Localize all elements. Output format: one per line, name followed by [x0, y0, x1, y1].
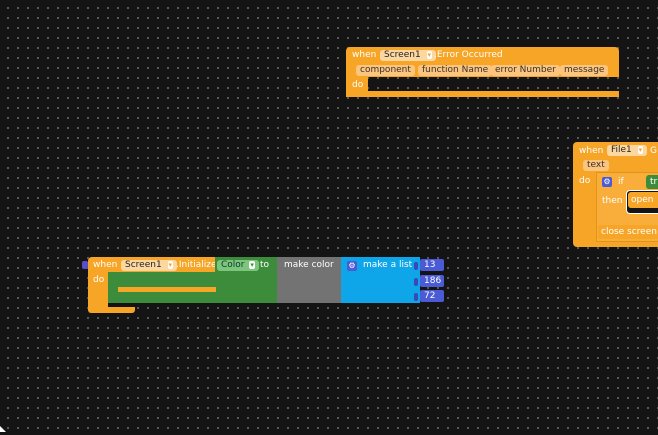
number-block[interactable]: 186 [420, 275, 444, 287]
error-do-bar [368, 91, 619, 97]
component-name: Screen1 [384, 50, 421, 60]
chevron-down-icon: ▾ [167, 261, 174, 269]
event-name: .Initialize [176, 260, 217, 270]
set-color-block[interactable]: Color ▾ to [215, 257, 277, 303]
connector-stub [82, 261, 88, 269]
event-name: .Error Occurred [434, 50, 503, 60]
component-dropdown[interactable]: Screen1 ▾ [121, 260, 178, 271]
do-label: do [352, 80, 364, 90]
if-then-block[interactable]: ⚙ if tr then open close screen [596, 172, 658, 242]
do-slot [112, 274, 212, 284]
open-block[interactable]: open [628, 192, 658, 208]
initialize-bottom-bar [88, 307, 135, 313]
initialize-do-bottom [88, 289, 108, 308]
param-function-name[interactable]: function Name [418, 65, 493, 76]
param-component[interactable]: component [356, 65, 415, 76]
when-label: when [579, 146, 604, 156]
component-dropdown[interactable]: File1 ▾ [607, 145, 648, 156]
make-color-block[interactable]: make color [277, 257, 341, 303]
param-message[interactable]: message [560, 65, 609, 76]
property-dropdown[interactable]: Color ▾ [217, 260, 259, 271]
connector-stub [414, 262, 418, 270]
component-name: Screen1 [125, 260, 162, 270]
when-label: when [352, 50, 377, 60]
make-color-label: make color [284, 260, 334, 270]
param-error-number[interactable]: error Number [491, 65, 560, 76]
number-block[interactable]: 72 [420, 290, 444, 302]
file-event-block[interactable]: when File1 ▾ G text do ⚙ if tr then open… [573, 142, 658, 247]
chevron-down-icon: ▾ [249, 261, 255, 269]
number-block[interactable]: 13 [420, 259, 444, 271]
open-label: open [631, 195, 654, 205]
when-label: when [93, 260, 118, 270]
workspace-corner-marker [0, 426, 6, 432]
do-inner-bar [118, 287, 216, 292]
error-do-left [346, 93, 368, 97]
event-name: G [650, 146, 657, 156]
connector-stub [414, 293, 418, 301]
gear-icon[interactable]: ⚙ [347, 261, 357, 271]
error-occurred-event-block[interactable]: when Screen1 ▾ .Error Occurred component… [346, 47, 619, 77]
connector-stub [414, 278, 418, 286]
condition-label: tr [650, 177, 658, 187]
chevron-down-icon: ▾ [637, 146, 644, 154]
do-inner-left [108, 272, 112, 292]
close-screen-label: close screen [601, 227, 657, 237]
do-label: do [579, 176, 591, 186]
component-name: File1 [611, 145, 632, 155]
then-label: then [602, 196, 623, 206]
close-screen-block[interactable]: close screen [598, 225, 658, 239]
make-list-label: make a list [363, 260, 413, 270]
do-line-top [108, 272, 218, 273]
make-list-block[interactable]: ⚙ make a list [341, 257, 415, 303]
param-text[interactable]: text [583, 160, 609, 171]
component-dropdown[interactable]: Screen1 ▾ [380, 50, 437, 61]
property-name: Color [221, 260, 245, 270]
condition-block[interactable]: tr [646, 175, 658, 189]
error-do-section: do [346, 77, 368, 93]
to-label: to [260, 260, 270, 270]
do-label: do [93, 275, 105, 285]
if-label: if [618, 177, 624, 187]
gear-icon[interactable]: ⚙ [602, 177, 612, 187]
chevron-down-icon: ▾ [426, 51, 433, 59]
